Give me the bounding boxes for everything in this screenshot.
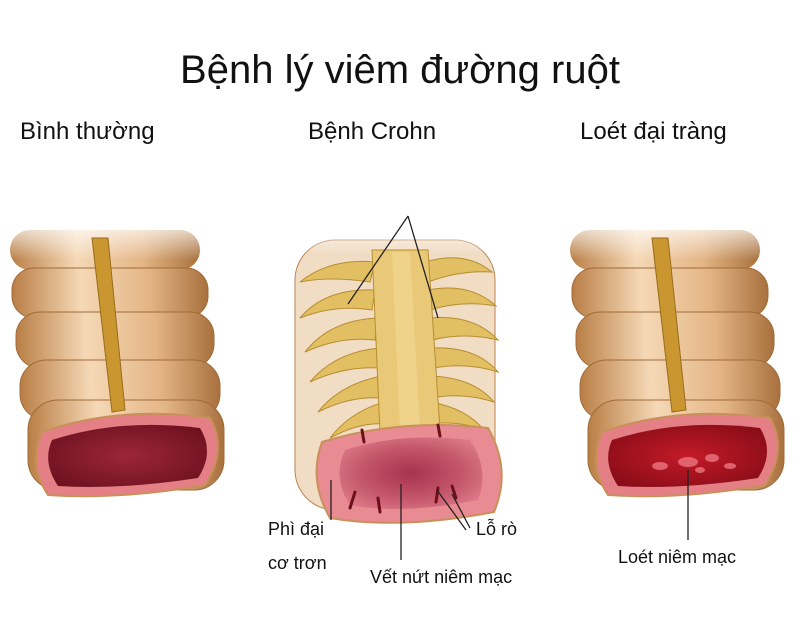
- annotation-smooth-muscle-hypertrophy-line2: cơ trơn: [268, 553, 327, 573]
- annotation-fistula: Lỗ rò: [476, 519, 518, 539]
- panel-label-crohn: Bệnh Crohn: [308, 118, 437, 145]
- annotation-smooth-muscle-hypertrophy-line1: Phì đại: [268, 519, 325, 539]
- ulcerative-colitis-colon-illustration: [560, 215, 800, 540]
- panel-label-normal: Bình thường: [20, 118, 155, 145]
- normal-colon-illustration: [0, 215, 240, 498]
- annotation-mucosal-ulcers: Loét niêm mạc: [618, 547, 737, 567]
- panel-label-ulcerative-colitis: Loét đại tràng: [580, 118, 727, 145]
- crohn-colon-illustration: [280, 215, 520, 560]
- diagram-title: Bệnh lý viêm đường ruột: [180, 48, 620, 92]
- annotation-mucosal-fissures: Vết nứt niêm mạc: [370, 567, 513, 587]
